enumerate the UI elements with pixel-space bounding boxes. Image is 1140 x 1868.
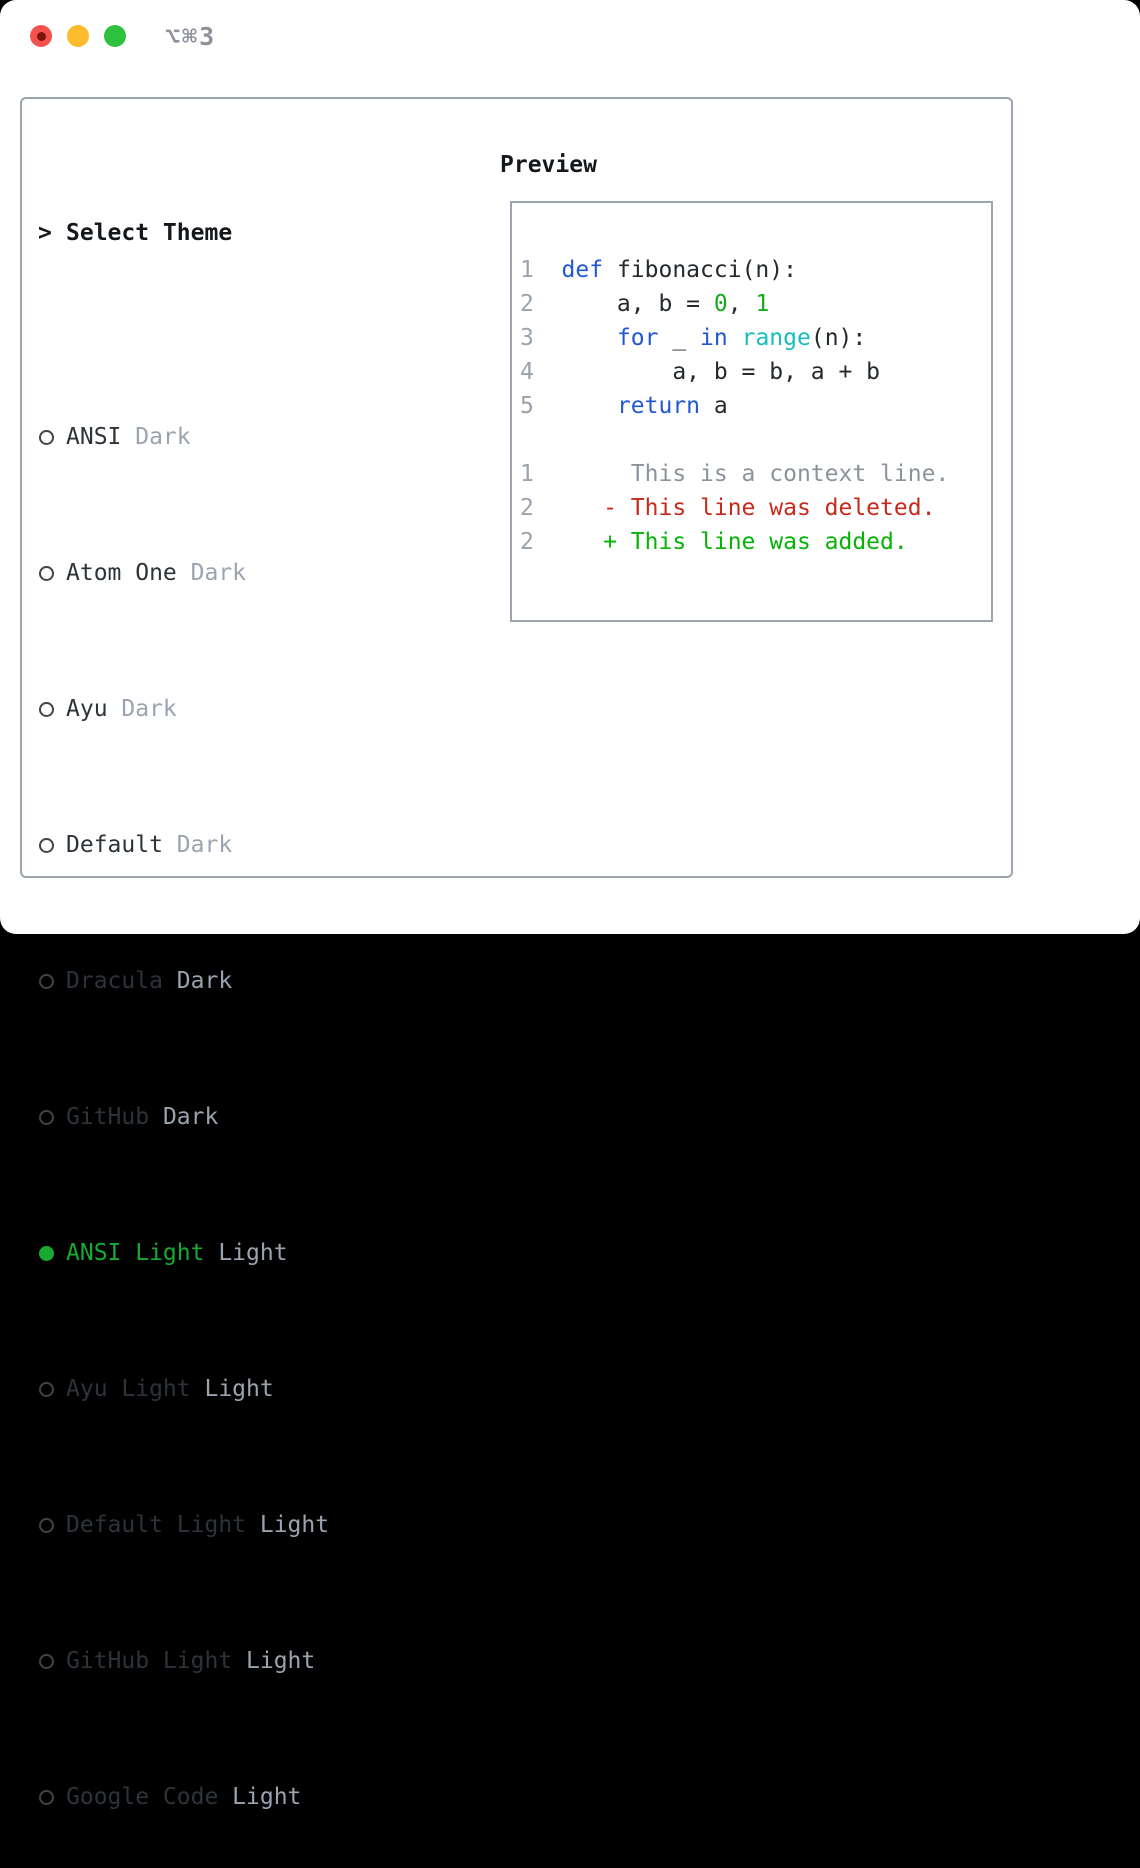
preview-line: 2 + This line was added. — [520, 529, 908, 555]
maximize-button[interactable] — [104, 25, 126, 47]
tab-shortcut-label: ⌥⌘3 — [165, 21, 217, 51]
preview-title: Preview — [500, 152, 597, 178]
preview-line: 1 def fibonacci(n): — [520, 257, 797, 283]
select-theme-header: > Select Theme — [38, 216, 426, 250]
radio-icon — [39, 429, 54, 445]
radio-slot — [38, 429, 66, 445]
option-variant-label: Dark — [135, 424, 191, 450]
radio-slot — [38, 1381, 66, 1397]
app-window: ⌥⌘3 > Select Theme ANSI Dark Atom One Da… — [0, 0, 1140, 1810]
panel-title: Select Theme — [66, 220, 233, 246]
radio-slot — [38, 1245, 66, 1261]
theme-option-default-light[interactable]: Default Light Light — [38, 1508, 426, 1542]
option-label: GitHub Light — [66, 1648, 233, 1674]
theme-option-ayu[interactable]: Ayu Dark — [38, 692, 426, 726]
option-variant-label: Light — [232, 1784, 302, 1810]
minimize-button[interactable] — [67, 25, 89, 47]
theme-selector-panel: > Select Theme ANSI Dark Atom One Dark A… — [20, 97, 1013, 1810]
theme-option-ansi[interactable]: ANSI Dark — [38, 420, 426, 454]
option-label: ANSI — [66, 424, 122, 450]
radio-icon — [39, 565, 54, 581]
option-variant-label: Dark — [176, 968, 233, 994]
window-titlebar: ⌥⌘3 — [30, 22, 216, 51]
preview-line: 4 a, b = b, a + b — [520, 359, 881, 385]
option-variant-label: Light — [218, 1240, 288, 1266]
option-label: Ayu — [66, 696, 108, 722]
radio-slot — [38, 1109, 66, 1125]
preview-line — [520, 423, 991, 457]
theme-option-dracula[interactable]: Dracula Dark — [38, 964, 426, 998]
option-variant-label: Light — [259, 1512, 330, 1538]
option-label: Atom One — [66, 560, 177, 586]
option-label: Default Light — [66, 1512, 247, 1538]
theme-option-github-light[interactable]: GitHub Light Light — [38, 1644, 426, 1678]
theme-list-column: > Select Theme ANSI Dark Atom One Dark A… — [38, 148, 426, 1868]
option-label: Google Code — [66, 1784, 219, 1810]
radio-slot — [38, 1653, 66, 1669]
radio-icon — [39, 973, 54, 989]
preview-line: 3 for _ in range(n): — [520, 325, 867, 351]
preview-line: 2 - This line was deleted. — [520, 495, 936, 521]
option-label: Ayu Light — [66, 1376, 191, 1402]
option-variant-label: Dark — [162, 1104, 219, 1130]
close-button[interactable] — [30, 25, 52, 47]
radio-slot — [38, 1517, 66, 1533]
radio-icon — [39, 1245, 54, 1261]
radio-slot — [38, 701, 66, 717]
radio-icon — [39, 701, 54, 717]
preview-line: 1 This is a context line. — [520, 461, 950, 487]
radio-icon — [39, 1381, 54, 1397]
theme-option-atom-one[interactable]: Atom One Dark — [38, 556, 426, 590]
radio-slot — [38, 973, 66, 989]
radio-icon — [39, 837, 54, 853]
theme-option-google-code[interactable]: Google Code Light — [38, 1780, 426, 1814]
option-variant-label: Dark — [121, 696, 177, 722]
option-label: Default — [66, 832, 163, 858]
option-label: GitHub — [66, 1104, 150, 1130]
preview-line: 5 return a — [520, 393, 728, 419]
theme-options-list: ANSI Dark Atom One Dark Ayu Dark Default… — [38, 352, 426, 1868]
radio-icon — [39, 1517, 54, 1533]
radio-icon — [39, 1789, 54, 1805]
theme-option-default[interactable]: Default Dark — [38, 828, 426, 862]
preview-line: 2 a, b = 0, 1 — [520, 291, 770, 317]
preview-pane: 1 def fibonacci(n): 2 a, b = 0, 1 3 for _ … — [510, 201, 993, 622]
option-variant-label: Light — [246, 1648, 316, 1674]
radio-slot — [38, 565, 66, 581]
theme-option-ansi-light[interactable]: ANSI Light Light — [38, 1236, 426, 1270]
radio-icon — [39, 1109, 54, 1125]
radio-icon — [39, 1653, 54, 1669]
theme-option-github[interactable]: GitHub Dark — [38, 1100, 426, 1134]
option-variant-label: Dark — [176, 832, 233, 858]
radio-slot — [38, 837, 66, 853]
close-button-indicator-icon — [36, 31, 46, 41]
theme-option-ayu-light[interactable]: Ayu Light Light — [38, 1372, 426, 1406]
option-variant-label: Light — [204, 1376, 274, 1402]
option-label: ANSI Light — [66, 1240, 205, 1266]
prompt-caret-icon: > — [38, 220, 52, 246]
option-variant-label: Dark — [190, 560, 247, 586]
radio-slot — [38, 1789, 66, 1805]
preview-line — [520, 219, 991, 253]
option-label: Dracula — [66, 968, 163, 994]
